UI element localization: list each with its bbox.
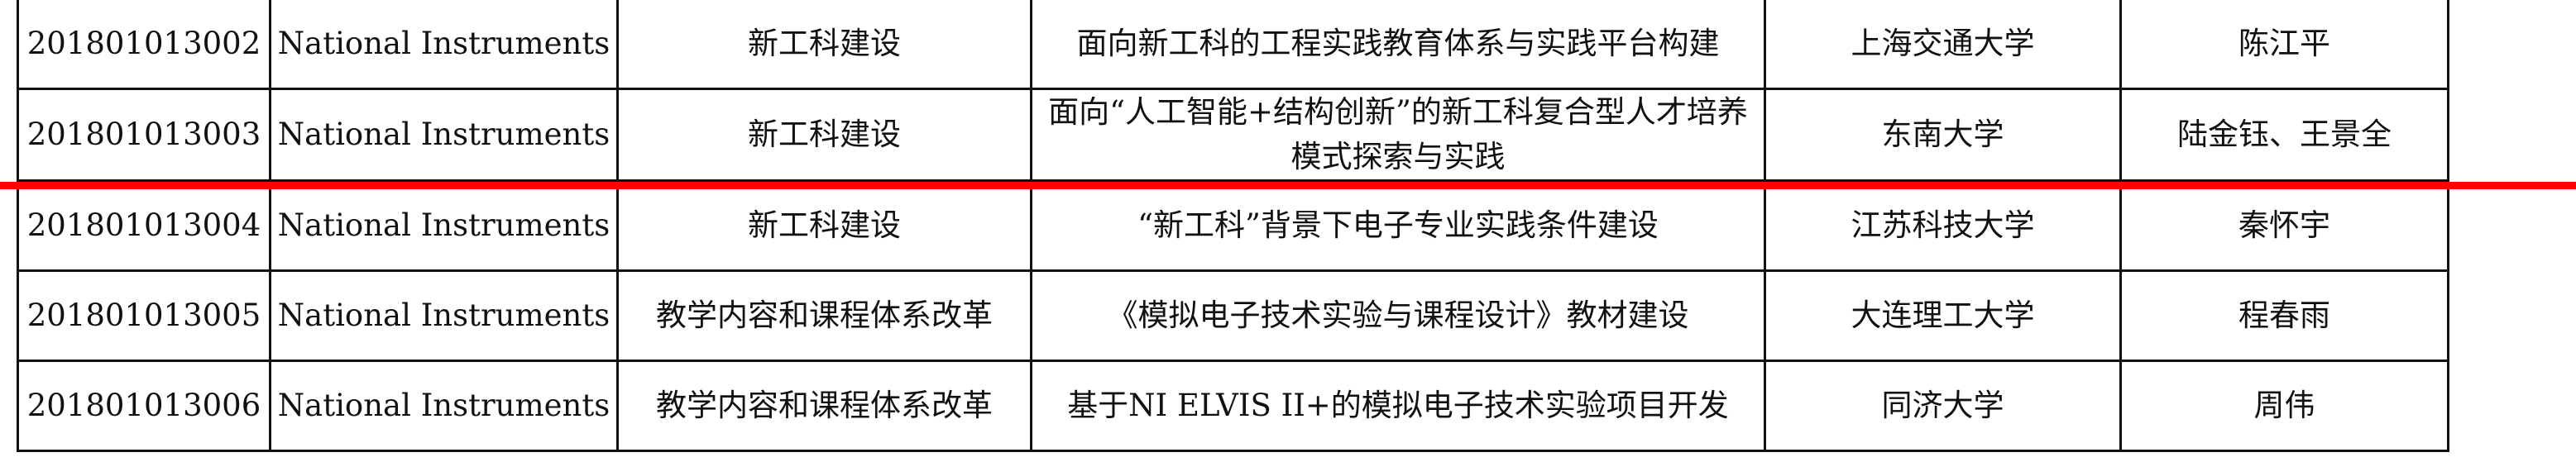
people-cell: 秦怀宇 <box>2119 179 2449 272</box>
company-cell: National Instruments <box>269 88 619 182</box>
category-cell: 新工科建设 <box>616 88 1032 182</box>
university-cell: 上海交通大学 <box>1764 0 2122 90</box>
project-table: 201801013002 National Instruments 新工科建设 … <box>17 0 2449 452</box>
people-cell: 陆金钰、王景全 <box>2119 88 2449 182</box>
company-cell: National Instruments <box>269 179 619 272</box>
university-cell: 江苏科技大学 <box>1764 179 2122 272</box>
people-cell: 程春雨 <box>2119 269 2449 362</box>
table-row: 201801013004 National Instruments 新工科建设 … <box>17 179 2449 272</box>
project-title-cell: 面向“人工智能+结构创新”的新工科复合型人才培养模式探索与实践 <box>1030 88 1766 182</box>
project-id-cell: 201801013002 <box>17 0 271 90</box>
people-cell: 陈江平 <box>2119 0 2449 90</box>
people-cell: 周伟 <box>2119 360 2449 452</box>
project-title-cell: 面向新工科的工程实践教育体系与实践平台构建 <box>1030 0 1766 90</box>
company-cell: National Instruments <box>269 360 619 452</box>
table-row: 201801013006 National Instruments 教学内容和课… <box>17 360 2449 452</box>
table-row: 201801013003 National Instruments 新工科建设 … <box>17 88 2449 182</box>
category-cell: 新工科建设 <box>616 179 1032 272</box>
university-cell: 东南大学 <box>1764 88 2122 182</box>
table-row: 201801013002 National Instruments 新工科建设 … <box>17 0 2449 90</box>
company-cell: National Instruments <box>269 269 619 362</box>
project-id-cell: 201801013004 <box>17 179 271 272</box>
project-title-cell: “新工科”背景下电子专业实践条件建设 <box>1030 179 1766 272</box>
table-row: 201801013005 National Instruments 教学内容和课… <box>17 269 2449 362</box>
university-cell: 大连理工大学 <box>1764 269 2122 362</box>
category-cell: 教学内容和课程体系改革 <box>616 269 1032 362</box>
category-cell: 新工科建设 <box>616 0 1032 90</box>
project-id-cell: 201801013005 <box>17 269 271 362</box>
project-id-cell: 201801013003 <box>17 88 271 182</box>
red-highlight-line <box>0 182 2576 189</box>
university-cell: 同济大学 <box>1764 360 2122 452</box>
company-cell: National Instruments <box>269 0 619 90</box>
project-id-cell: 201801013006 <box>17 360 271 452</box>
category-cell: 教学内容和课程体系改革 <box>616 360 1032 452</box>
project-title-cell: 《模拟电子技术实验与课程设计》教材建设 <box>1030 269 1766 362</box>
project-title-cell: 基于NI ELVIS II+的模拟电子技术实验项目开发 <box>1030 360 1766 452</box>
